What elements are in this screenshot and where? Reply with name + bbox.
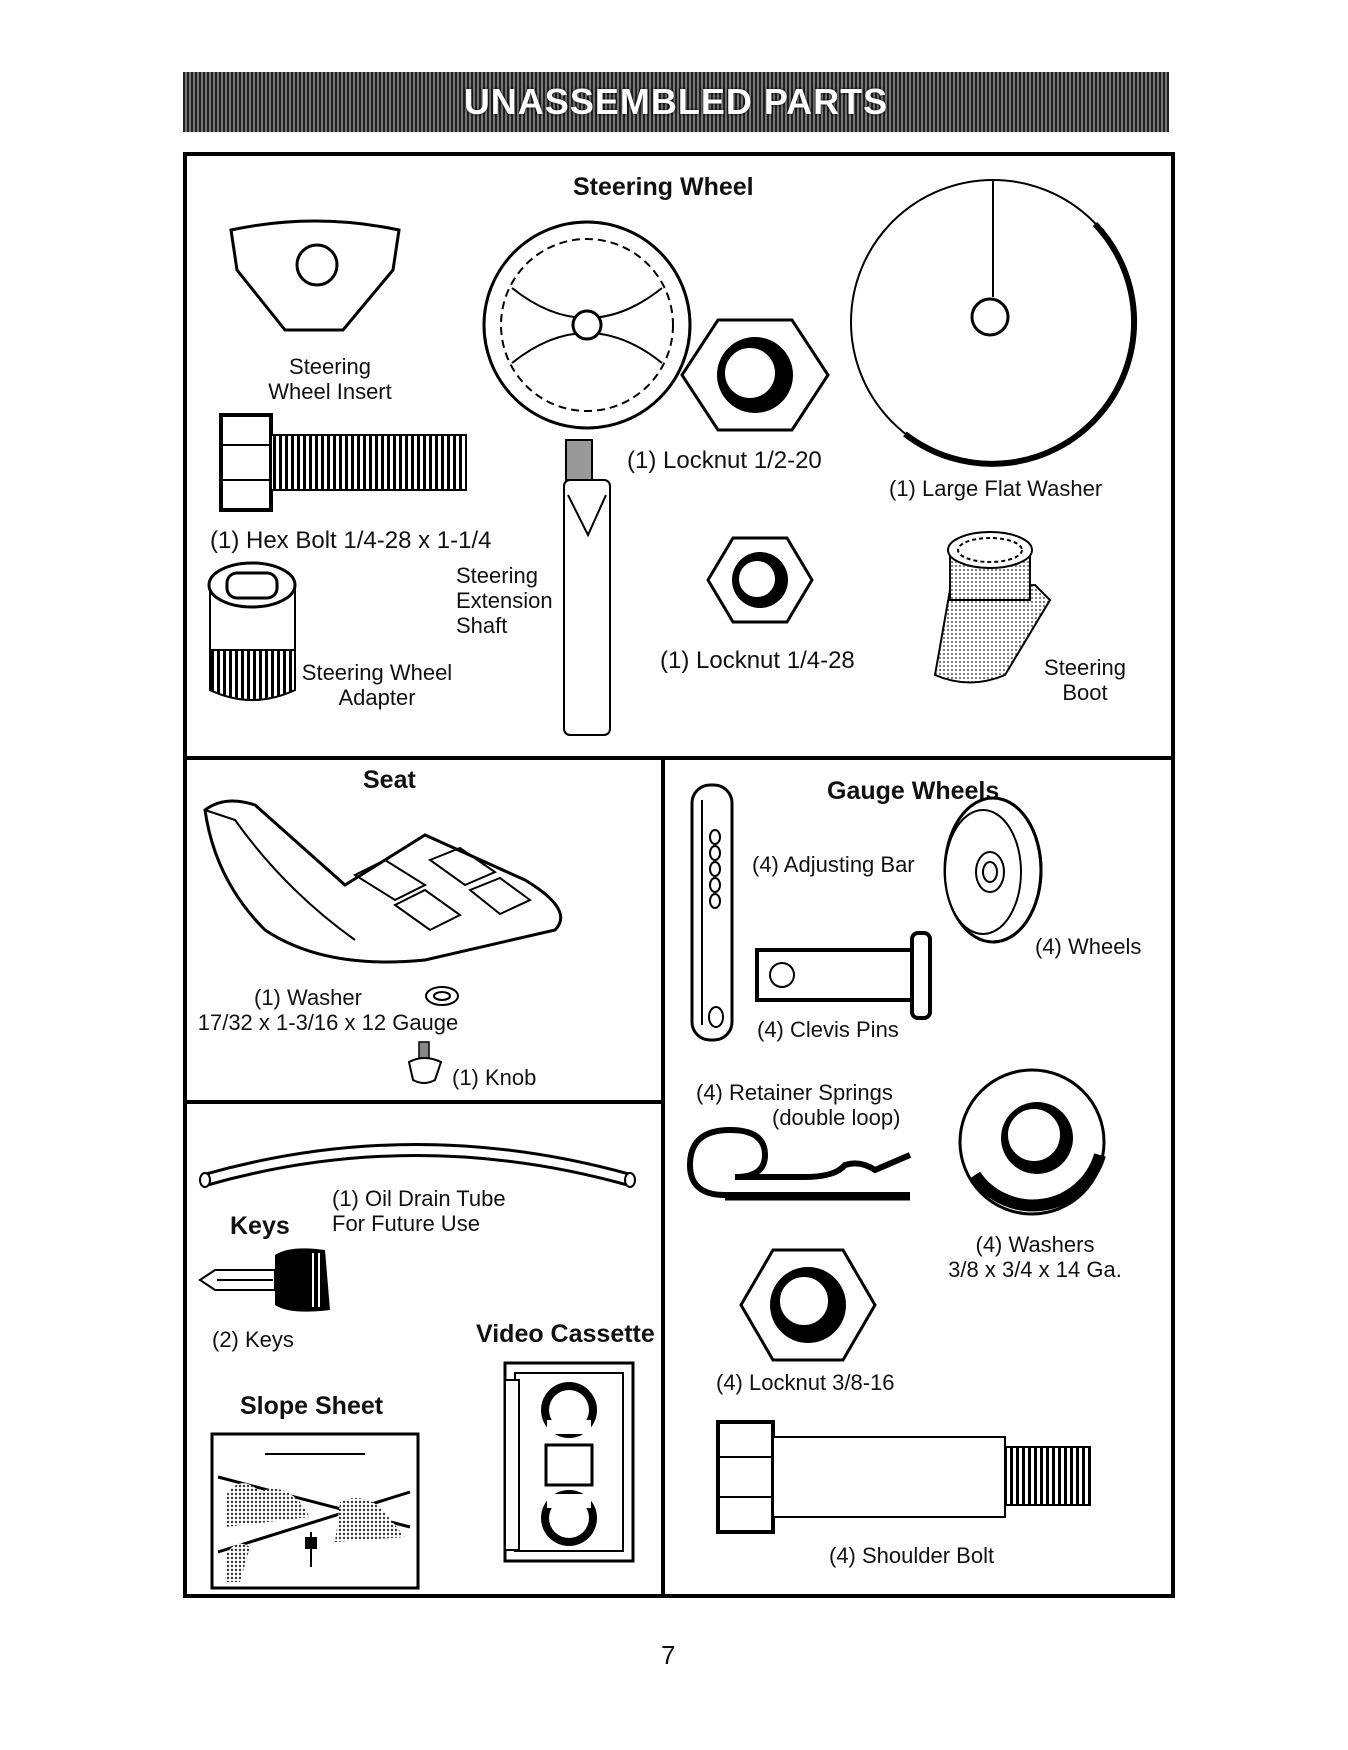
steering-wheel-illustration	[482, 220, 692, 430]
seat-washer-icon	[425, 986, 459, 1006]
steering-wheel-adapter-label: Steering Wheel Adapter	[301, 660, 453, 710]
hex-bolt-label: (1) Hex Bolt 1/4-28 x 1-1/4	[210, 527, 492, 554]
divider-seat	[183, 1100, 665, 1104]
steering-wheel-adapter-illustration	[207, 561, 297, 701]
shoulder-bolt-label: (4) Shoulder Bolt	[829, 1543, 995, 1568]
locknut-large-illustration	[680, 318, 830, 432]
steering-boot-illustration	[933, 531, 1052, 684]
retainer-springs-label: (4) Retainer Springs (double loop)	[696, 1080, 901, 1130]
shoulder-bolt-illustration	[716, 1420, 1091, 1534]
knob-label: (1) Knob	[452, 1065, 537, 1090]
gauge-locknut-label: (4) Locknut 3/8-16	[716, 1370, 895, 1395]
locknut-large-label: (1) Locknut 1/2-20	[627, 447, 822, 474]
large-flat-washer-label: (1) Large Flat Washer	[889, 476, 1103, 501]
gauge-locknut-illustration	[739, 1248, 877, 1362]
steering-boot-label: Steering Boot	[1044, 655, 1126, 705]
oil-drain-tube-illustration	[199, 1143, 636, 1188]
locknut-small-label: (1) Locknut 1/4-28	[660, 647, 855, 674]
parts-frame	[183, 152, 1175, 1598]
seat-header: Seat	[363, 766, 416, 794]
knob-icon	[407, 1041, 443, 1084]
large-flat-washer-illustration	[850, 179, 1138, 467]
page-title-banner: UNASSEMBLED PARTS	[183, 72, 1169, 132]
clevis-pins-label: (4) Clevis Pins	[757, 1017, 899, 1042]
steering-wheel-header: Steering Wheel	[573, 173, 754, 201]
adjusting-bar-illustration	[690, 783, 734, 1042]
video-cassette-header: Video Cassette	[476, 1320, 655, 1348]
gauge-wheel-illustration	[943, 796, 1043, 944]
steering-extension-shaft-illustration	[563, 439, 611, 736]
gauge-washer-illustration	[958, 1068, 1106, 1216]
page-title: UNASSEMBLED PARTS	[463, 81, 889, 122]
divider-steering	[183, 756, 1175, 760]
retainer-spring-illustration	[686, 1126, 912, 1201]
steering-wheel-insert-illustration	[229, 219, 401, 332]
gauge-wheels-header: Gauge Wheels	[827, 777, 1000, 805]
keys-label: (2) Keys	[212, 1327, 294, 1352]
steering-wheel-insert-label: Steering Wheel Insert	[268, 354, 392, 404]
slope-sheet-illustration	[210, 1432, 420, 1590]
hex-bolt-illustration	[219, 413, 467, 512]
adjusting-bar-label: (4) Adjusting Bar	[752, 852, 915, 877]
locknut-small-illustration	[706, 536, 814, 624]
keys-header: Keys	[230, 1212, 290, 1240]
steering-extension-shaft-label: Steering Extension Shaft	[456, 563, 553, 638]
slope-sheet-header: Slope Sheet	[240, 1392, 384, 1420]
oil-drain-tube-label: (1) Oil Drain Tube For Future Use	[332, 1186, 506, 1236]
gauge-wheels-label: (4) Wheels	[1035, 934, 1142, 959]
page-number: 7	[661, 1640, 676, 1670]
video-cassette-illustration	[503, 1361, 635, 1563]
gauge-washers-label: (4) Washers 3/8 x 3/4 x 14 Ga.	[948, 1232, 1122, 1282]
seat-illustration	[203, 799, 563, 964]
key-illustration	[198, 1248, 330, 1312]
seat-washer-label: (1) Washer 17/32 x 1-3/16 x 12 Gauge	[197, 985, 459, 1035]
clevis-pin-illustration	[755, 931, 932, 1020]
divider-vertical	[661, 756, 665, 1594]
